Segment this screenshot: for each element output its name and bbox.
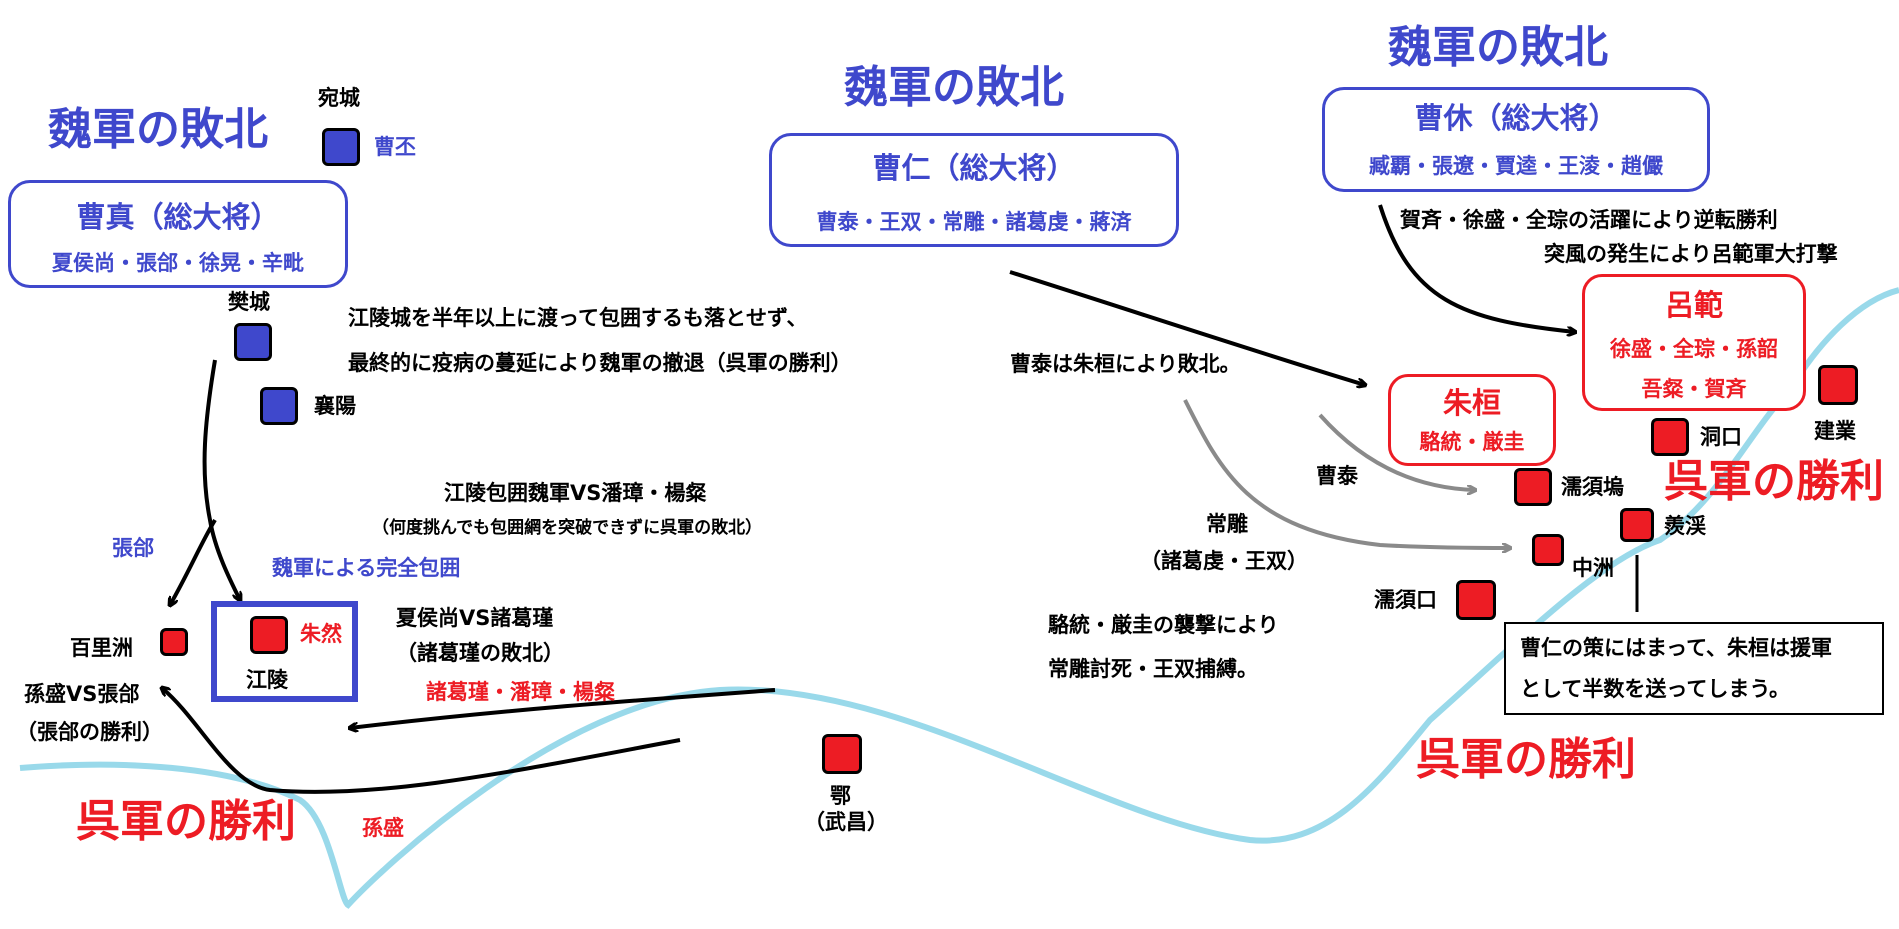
lu-fan-box: 呂範 徐盛・全琮・孫韶 吾粲・賀斉 — [1582, 274, 1806, 411]
east-defeat-title: 魏軍の敗北 — [1388, 22, 1608, 73]
middle-defeat-title: 魏軍の敗北 — [844, 62, 1064, 113]
city-xiangyang-marker[interactable] — [260, 387, 298, 425]
zhu-huan-box: 朱桓 駱統・厳圭 — [1388, 374, 1556, 466]
city-xianxi-label: 羨渓 — [1664, 514, 1706, 538]
city-e-sub: （武昌） — [804, 810, 888, 834]
cao-pi-label: 曹丕 — [374, 135, 416, 159]
city-jianye-marker[interactable] — [1818, 365, 1858, 405]
east-command-box: 曹休（総大将） 臧覇・張遼・賈逵・王淩・趙儼 — [1322, 87, 1710, 192]
east-victory-title-1: 呉軍の勝利 — [1664, 456, 1884, 507]
arrow-caoxiu — [1378, 204, 1575, 332]
xiahou-result: （諸葛瑾の敗北） — [396, 641, 564, 665]
city-jianye-label: 建業 — [1814, 419, 1856, 443]
note-line-2: として半数を送ってしまう。 — [1520, 677, 1791, 701]
city-e-label: 鄂 — [830, 784, 851, 808]
city-jiangling-marker[interactable] — [250, 616, 288, 654]
encircle-vs: 江陵包囲魏軍VS潘璋・楊粲 — [444, 481, 707, 505]
reversal-note: 賀斉・徐盛・全琮の活躍により逆転勝利 — [1400, 208, 1778, 232]
city-e-marker[interactable] — [822, 734, 862, 774]
lu-fan-officers-1: 徐盛・全琮・孫韶 — [1610, 337, 1778, 361]
arrow-caotai-gray — [1318, 413, 1475, 490]
middle-command-box: 曹仁（総大将） 曹泰・王双・常雕・諸葛虔・蔣済 — [769, 133, 1179, 247]
raid-note-1: 駱統・厳圭の襲撃により — [1048, 613, 1279, 637]
sun-vs: 孫盛VS張郃 — [24, 682, 140, 706]
zhu-ran-label: 朱然 — [300, 622, 342, 646]
city-dongkou-marker[interactable] — [1651, 418, 1689, 456]
city-bailizhou-label: 百里洲 — [70, 636, 133, 660]
city-fancheng-marker[interactable] — [234, 323, 272, 361]
storm-note: 突風の発生により呂範軍大打撃 — [1544, 242, 1838, 266]
full-siege-label: 魏軍による完全包囲 — [272, 556, 461, 580]
west-command-box: 曹真（総大将） 夏侯尚・張郃・徐晃・辛毗 — [8, 180, 348, 288]
city-jiangling-label: 江陵 — [246, 668, 288, 692]
city-ruxuwu-marker[interactable] — [1514, 468, 1552, 506]
city-wancheng-label: 宛城 — [318, 86, 360, 110]
city-fancheng-label: 樊城 — [228, 290, 270, 314]
east-victory-title-2: 呉軍の勝利 — [1416, 734, 1636, 785]
city-xiangyang-label: 襄陽 — [314, 394, 356, 418]
jiangling-siege-box — [211, 601, 358, 702]
sun-result: （張郃の勝利） — [16, 720, 163, 744]
city-dongkou-label: 洞口 — [1700, 425, 1742, 449]
encircle-sub: （何度挑んでも包囲網を突破できずに呉軍の敗北） — [372, 518, 763, 538]
xiahou-vs: 夏侯尚VS諸葛瑾 — [396, 606, 554, 630]
city-xianxi-marker[interactable] — [1620, 508, 1654, 542]
city-ruxukou-marker[interactable] — [1456, 580, 1496, 620]
zhang-he-label: 張郃 — [112, 536, 154, 560]
east-officers: 臧覇・張遼・賈逵・王淩・趙儼 — [1369, 154, 1663, 178]
caotai-note: 曹泰は朱桓により敗北。 — [1010, 352, 1241, 376]
zhu-huan-label: 朱桓 — [1442, 386, 1501, 420]
sun-sheng-label: 孫盛 — [362, 816, 404, 840]
changdiao-label: 常雕 — [1206, 512, 1248, 536]
changdiao-sub: （諸葛虔・王双） — [1140, 549, 1308, 573]
city-zhongzhou-marker[interactable] — [1532, 534, 1564, 566]
raid-note-2: 常雕討死・王双捕縛。 — [1048, 657, 1258, 681]
city-bailizhou-marker[interactable] — [160, 628, 188, 656]
west-defeat-title: 魏軍の敗北 — [48, 104, 268, 155]
arrow-caoren — [1009, 270, 1365, 385]
arrow-changdiao-gray — [1183, 399, 1510, 548]
note-line-1: 曹仁の策にはまって、朱桓は援軍 — [1520, 636, 1833, 660]
west-general: 曹真（総大将） — [76, 200, 280, 234]
arrow-fancheng-down — [202, 359, 240, 600]
siege-note-2: 最終的に疫病の蔓延により魏軍の撤退（呉軍の勝利） — [348, 351, 852, 375]
note-box: 曹仁の策にはまって、朱桓は援軍 として半数を送ってしまう。 — [1504, 622, 1884, 715]
west-victory-title: 呉軍の勝利 — [76, 796, 296, 847]
arrow-wu-west — [350, 688, 776, 728]
east-general: 曹休（総大将） — [1414, 101, 1618, 135]
west-officers: 夏侯尚・張郃・徐晃・辛毗 — [52, 251, 304, 275]
arrow-sun-retreat — [162, 688, 681, 794]
wu-commanders-west: 諸葛瑾・潘璋・楊粲 — [426, 680, 615, 704]
lu-fan-officers-2: 吾粲・賀斉 — [1641, 377, 1747, 401]
middle-officers: 曹泰・王双・常雕・諸葛虔・蔣済 — [816, 210, 1132, 234]
city-wancheng-marker[interactable] — [322, 128, 360, 166]
lu-fan-label: 呂範 — [1664, 288, 1723, 322]
city-ruxukou-label: 濡須口 — [1374, 588, 1437, 612]
arrow-to-bailizhou — [170, 518, 217, 605]
middle-general: 曹仁（総大将） — [872, 151, 1076, 185]
caotai-label: 曹泰 — [1316, 464, 1358, 488]
city-zhongzhou-label: 中洲 — [1572, 556, 1614, 580]
river — [19, 287, 1899, 909]
city-ruxuwu-label: 濡須塢 — [1561, 475, 1624, 499]
siege-note-1: 江陵城を半年以上に渡って包囲するも落とせず、 — [348, 306, 808, 330]
zhu-huan-officers: 駱統・厳圭 — [1419, 430, 1525, 454]
